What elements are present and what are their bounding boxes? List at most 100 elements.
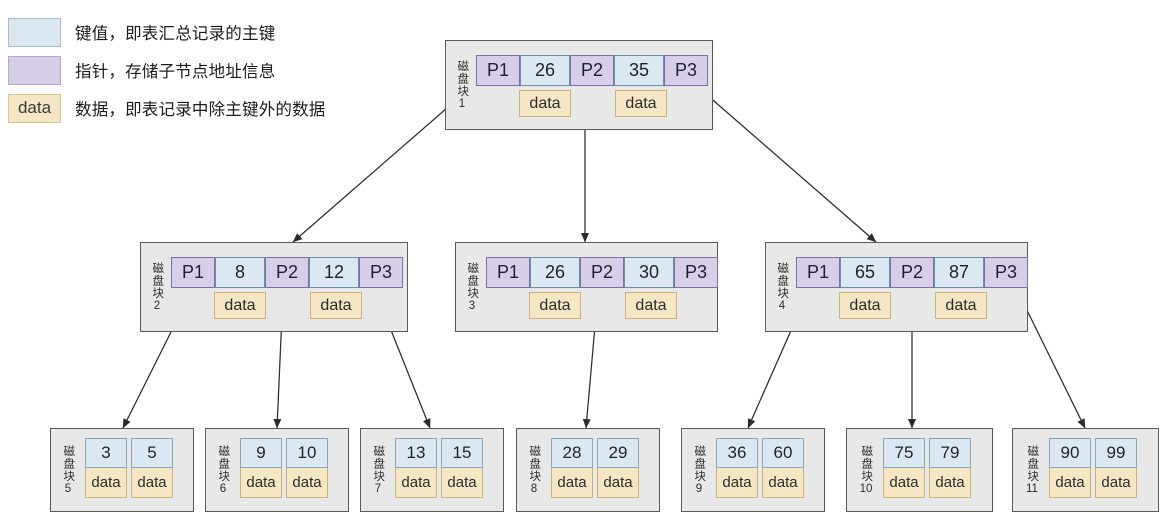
pointer-cell[interactable]: P3 [984, 257, 1028, 288]
disk-block-7[interactable]: 磁盘块 7 13 data 15 data [360, 428, 504, 512]
data-cell[interactable]: data [762, 468, 804, 498]
pointer-cell[interactable]: P1 [476, 55, 520, 86]
disk-block-1[interactable]: 磁盘块 1 P1 26 P2 35 P3 data data [445, 40, 713, 130]
key-cell[interactable]: 60 [762, 438, 804, 468]
disk-block-6[interactable]: 磁盘块 6 9 data 10 data [205, 428, 349, 512]
pointer-cell[interactable]: P2 [570, 55, 614, 86]
key-cell[interactable]: 87 [934, 257, 984, 288]
data-cell[interactable]: data [625, 292, 677, 319]
disk-block-number: 1 [458, 98, 466, 110]
pointer-cell[interactable]: P2 [580, 257, 624, 288]
key-cell[interactable]: 3 [85, 438, 127, 468]
disk-block-10-body: 75 data 79 data [883, 438, 992, 498]
key-cell[interactable]: 65 [840, 257, 890, 288]
disk-block-8[interactable]: 磁盘块 8 28 data 29 data [516, 428, 660, 512]
disk-block-number: 9 [695, 483, 703, 495]
disk-block-8-body: 28 data 29 data [551, 438, 659, 498]
disk-block-2-label: 磁盘块 2 [147, 249, 167, 325]
data-cell[interactable]: data [286, 468, 328, 498]
data-cell[interactable]: data [551, 468, 593, 498]
disk-block-number: 8 [530, 483, 538, 495]
data-cell[interactable]: data [883, 468, 925, 498]
legend-label-key: 键值，即表汇总记录的主键 [75, 25, 276, 43]
disk-block-label-cjk: 磁盘块 [776, 261, 789, 300]
pointer-cell[interactable]: P3 [359, 257, 403, 288]
leaf-slot[interactable]: 60 data [762, 438, 804, 498]
data-cell[interactable]: data [395, 468, 437, 498]
disk-block-number: 3 [468, 300, 476, 312]
leaf-slot[interactable]: 90 data [1049, 438, 1091, 498]
pointer-cell[interactable]: P1 [486, 257, 530, 288]
key-cell[interactable]: 13 [395, 438, 437, 468]
disk-block-label-cjk: 磁盘块 [372, 444, 385, 483]
disk-block-number: 6 [219, 483, 227, 495]
disk-block-9[interactable]: 磁盘块 9 36 data 60 data [681, 428, 825, 512]
data-cell[interactable]: data [597, 468, 639, 498]
disk-block-5-body: 3 data 5 data [85, 438, 193, 498]
leaf-slot[interactable]: 15 data [441, 438, 483, 498]
key-cell[interactable]: 9 [240, 438, 282, 468]
disk-block-4[interactable]: 磁盘块 4 P1 65 P2 87 P3 data data [765, 242, 1028, 332]
data-cell[interactable]: data [214, 292, 266, 319]
data-cell[interactable]: data [1095, 468, 1137, 498]
disk-block-3[interactable]: 磁盘块 3 P1 26 P2 30 P3 data data [455, 242, 718, 332]
key-cell[interactable]: 99 [1095, 438, 1137, 468]
data-cell[interactable]: data [716, 468, 758, 498]
key-cell[interactable]: 79 [929, 438, 971, 468]
pointer-cell[interactable]: P1 [796, 257, 840, 288]
key-cell[interactable]: 75 [883, 438, 925, 468]
disk-block-2[interactable]: 磁盘块 2 P1 8 P2 12 P3 data data [140, 242, 408, 332]
legend-label-data: 数据，即表记录中除主键外的数据 [75, 101, 326, 119]
data-cell[interactable]: data [1049, 468, 1091, 498]
pointer-cell[interactable]: P2 [890, 257, 934, 288]
key-cell[interactable]: 10 [286, 438, 328, 468]
key-cell[interactable]: 28 [551, 438, 593, 468]
key-cell[interactable]: 30 [624, 257, 674, 288]
data-cell[interactable]: data [615, 90, 667, 117]
key-cell[interactable]: 35 [614, 55, 664, 86]
pointer-cell[interactable]: P3 [674, 257, 718, 288]
leaf-slot[interactable]: 36 data [716, 438, 758, 498]
data-cell[interactable]: data [85, 468, 127, 498]
key-cell[interactable]: 8 [215, 257, 265, 288]
data-cell[interactable]: data [310, 292, 362, 319]
leaf-slot[interactable]: 28 data [551, 438, 593, 498]
key-cell[interactable]: 36 [716, 438, 758, 468]
data-cell[interactable]: data [935, 292, 987, 319]
leaf-slot[interactable]: 75 data [883, 438, 925, 498]
disk-block-2-body: P1 8 P2 12 P3 data data [167, 249, 407, 331]
disk-block-number: 4 [778, 300, 786, 312]
disk-block-5[interactable]: 磁盘块 5 3 data 5 data [50, 428, 194, 512]
leaf-slot[interactable]: 29 data [597, 438, 639, 498]
disk-block-10-label: 磁盘块 10 [854, 438, 878, 502]
leaf-slot[interactable]: 99 data [1095, 438, 1137, 498]
leaf-slot[interactable]: 13 data [395, 438, 437, 498]
data-cell[interactable]: data [131, 468, 173, 498]
disk-block-10[interactable]: 磁盘块 10 75 data 79 data [846, 428, 993, 512]
disk-block-1-label: 磁盘块 1 [452, 47, 472, 123]
data-cell[interactable]: data [529, 292, 581, 319]
key-cell[interactable]: 5 [131, 438, 173, 468]
data-cell[interactable]: data [519, 90, 571, 117]
key-cell[interactable]: 29 [597, 438, 639, 468]
edge-block4-to-leaf11 [1017, 291, 1086, 429]
leaf-slot[interactable]: 5 data [131, 438, 173, 498]
pointer-cell[interactable]: P3 [664, 55, 708, 86]
key-cell[interactable]: 90 [1049, 438, 1091, 468]
data-cell[interactable]: data [240, 468, 282, 498]
pointer-cell[interactable]: P2 [265, 257, 309, 288]
key-cell[interactable]: 12 [309, 257, 359, 288]
leaf-slot[interactable]: 79 data [929, 438, 971, 498]
leaf-slot[interactable]: 10 data [286, 438, 328, 498]
leaf-slot[interactable]: 9 data [240, 438, 282, 498]
disk-block-11[interactable]: 磁盘块 11 90 data 99 data [1012, 428, 1159, 512]
pointer-cell[interactable]: P1 [171, 257, 215, 288]
key-cell[interactable]: 26 [520, 55, 570, 86]
disk-block-label-cjk: 磁盘块 [151, 261, 164, 300]
data-cell[interactable]: data [441, 468, 483, 498]
key-cell[interactable]: 15 [441, 438, 483, 468]
data-cell[interactable]: data [929, 468, 971, 498]
leaf-slot[interactable]: 3 data [85, 438, 127, 498]
key-cell[interactable]: 26 [530, 257, 580, 288]
data-cell[interactable]: data [839, 292, 891, 319]
